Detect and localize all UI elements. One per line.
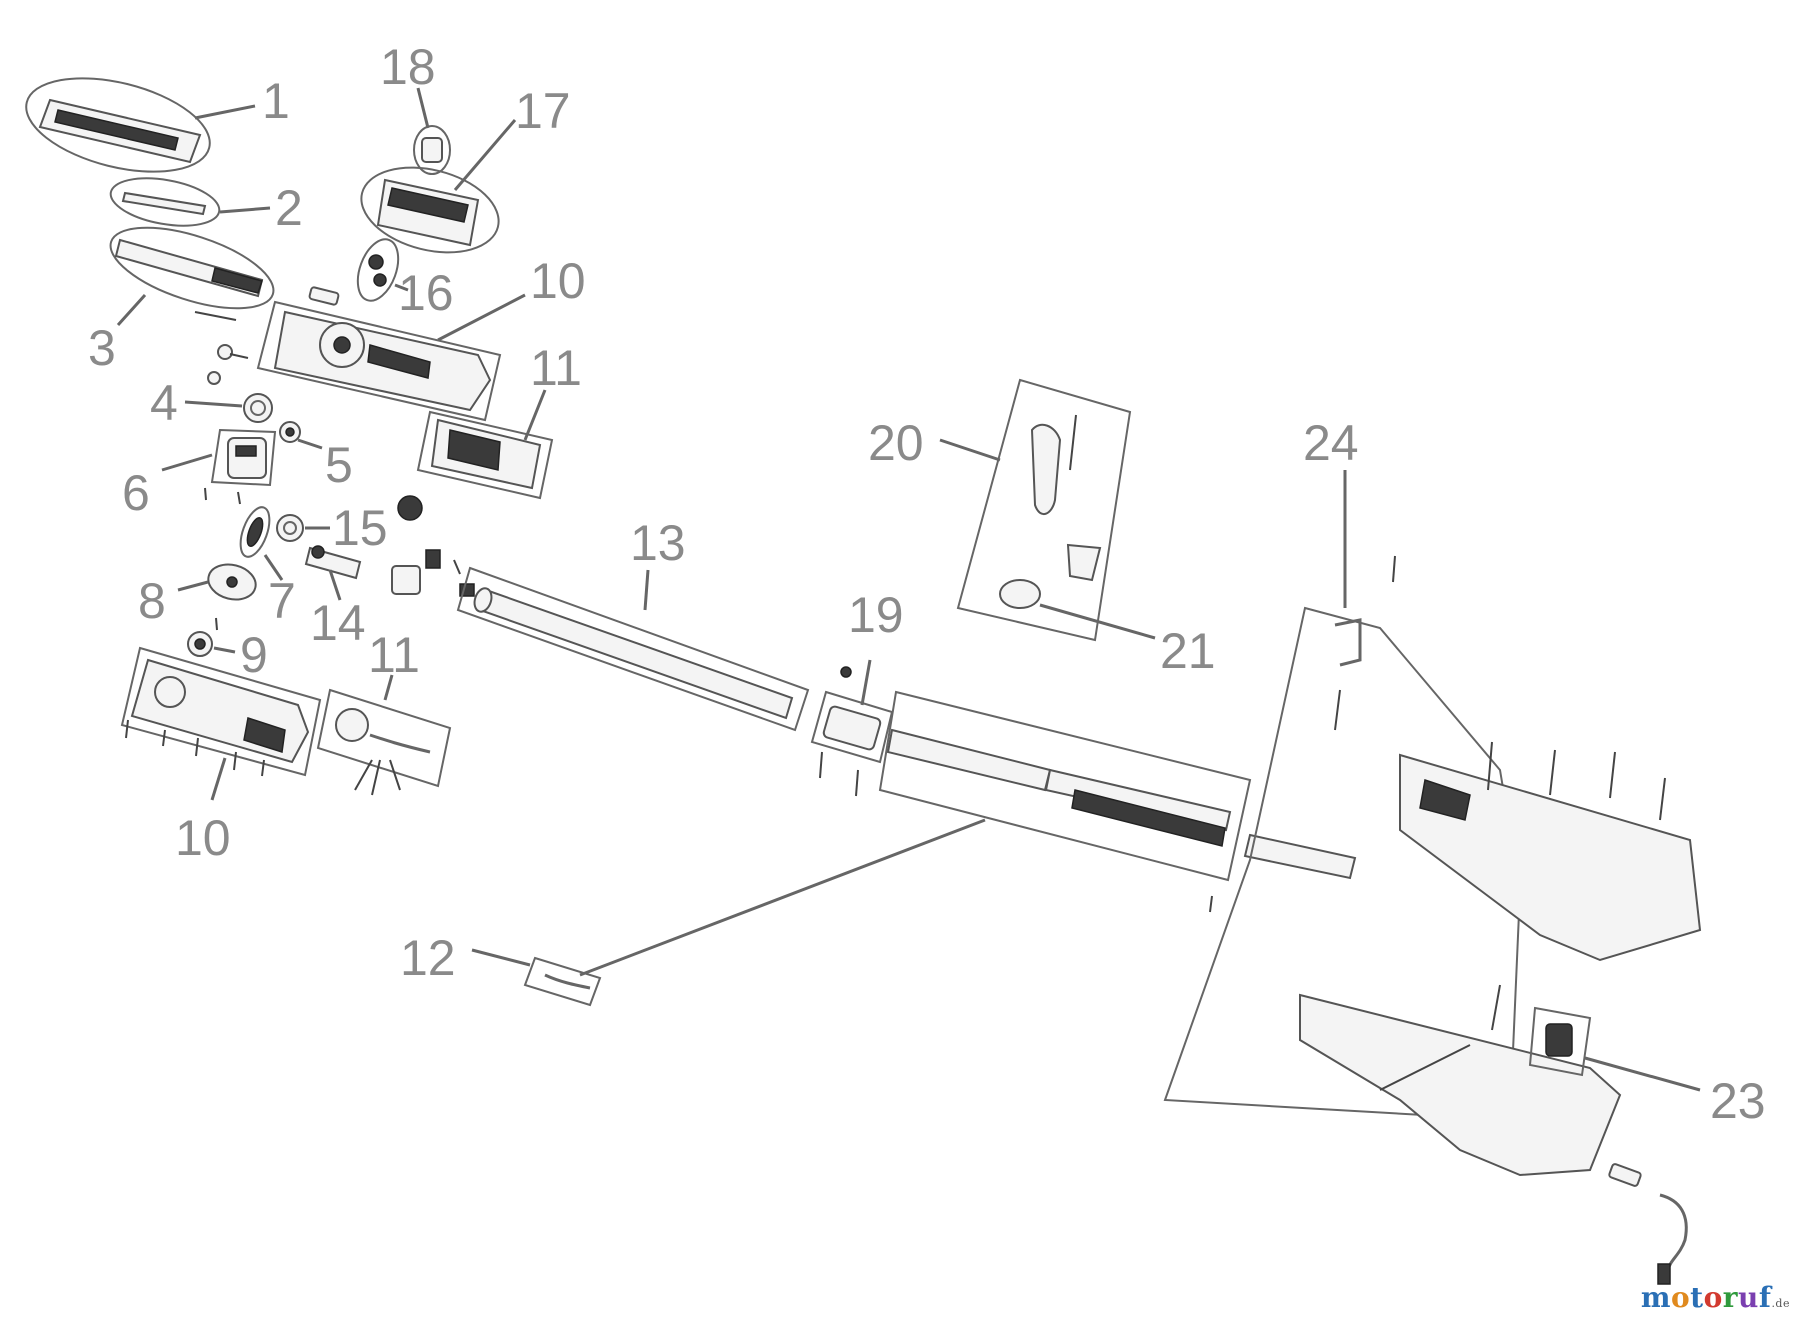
watermark-letter: f [1758,1281,1772,1314]
power-cord [1608,1163,1688,1285]
callout-13: 13 [630,515,686,571]
part-17-cover [360,119,517,254]
handle-half-lower [1299,984,1622,1177]
part-10-housing-lower [120,646,322,801]
part-18-cap [413,87,451,175]
handle-half-upper [1399,741,1702,962]
part-19-coupler [810,659,894,797]
callout-23: 23 [1710,1073,1766,1129]
part-10-gear-housing-upper [256,286,526,422]
part-15-bearing [276,514,330,542]
watermark-letter: o [1670,1281,1691,1314]
part-12-shaft-assembly [579,690,1357,977]
callout-16: 16 [398,265,454,321]
part-6-oil-tank [161,428,277,505]
callout-8: 8 [138,573,166,629]
part-16-sprocket [356,238,409,302]
callout-21: 21 [1160,623,1216,679]
part-7-gasket [239,506,284,581]
callout-3: 3 [88,320,116,376]
part-1-saw-chain [25,77,256,173]
watermark-letter: o [1703,1281,1723,1314]
callout-12: 12 [400,930,456,986]
part-3-guide-bar [109,226,275,327]
motoruf-logo-watermark: motoruf.de [1641,1281,1790,1314]
callout-18: 18 [380,39,436,95]
callout-24: 24 [1303,415,1359,471]
callout-9: 9 [240,627,268,683]
part-12-cable-clip [471,948,602,1007]
callout-4: 4 [150,375,178,431]
part-20-aux-handle [939,378,1132,642]
callout-10-lower: 10 [175,810,231,866]
callout-labels: 1 2 3 18 17 16 10 11 4 5 6 15 7 14 8 9 1… [88,39,1766,1129]
part-11-motor-upper [416,389,554,500]
watermark-letters: motoruf [1641,1281,1772,1314]
callout-19: 19 [848,587,904,643]
part-23-switch [1528,1006,1701,1092]
part-21-knob [999,579,1156,640]
callout-15: 15 [332,500,388,556]
watermark-letter: t [1690,1281,1704,1314]
part-4-washer [184,393,273,423]
callout-10-upper: 10 [530,253,586,309]
upper-fasteners [194,311,249,385]
callout-20: 20 [868,415,924,471]
part-11-motor-lower [316,674,452,796]
callout-2: 2 [275,180,303,236]
motor-inner-parts [391,495,475,597]
watermark-letter: u [1738,1281,1759,1314]
watermark-suffix: .de [1771,1297,1790,1310]
part-5-small-gear [279,421,323,450]
part-13-tube [456,566,810,732]
watermark-letter: r [1722,1281,1739,1314]
callout-6: 6 [122,465,150,521]
part-14-armature [304,545,362,601]
part-24-handle-frame [1163,470,1522,1122]
part-8-disc [177,563,257,601]
callout-17: 17 [515,83,571,139]
callout-11-upper: 11 [530,340,582,396]
callout-5: 5 [325,437,353,493]
callout-11-lower: 11 [368,627,420,683]
callout-14: 14 [310,595,366,651]
part-9-nut [187,617,236,657]
watermark-letter: m [1640,1281,1671,1314]
part-2-bar-strip [109,177,271,227]
callout-1: 1 [262,73,290,129]
callout-7: 7 [268,573,296,629]
